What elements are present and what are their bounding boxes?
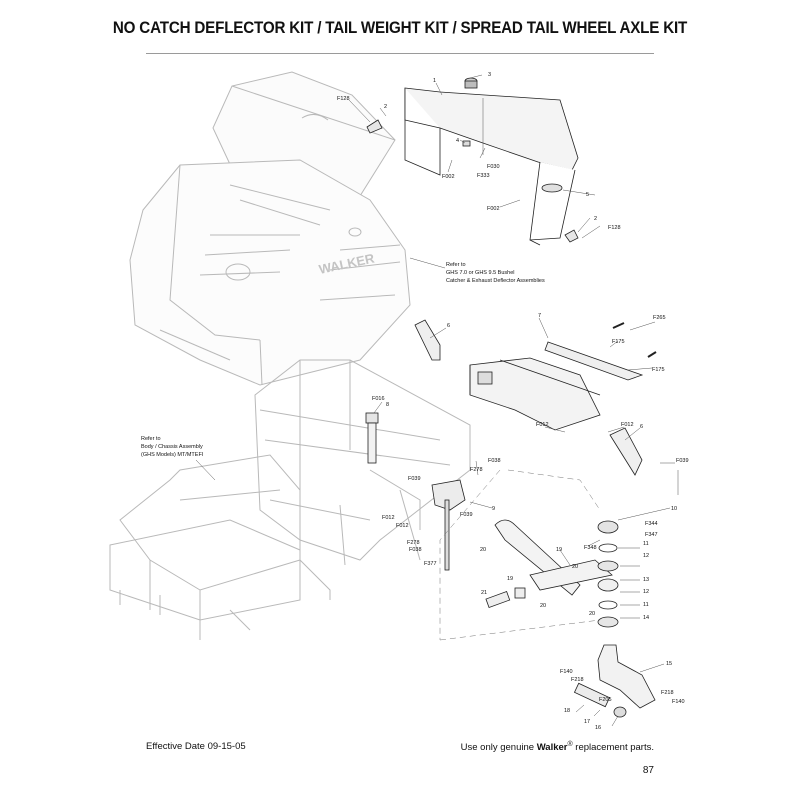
- part-label: 8: [386, 402, 389, 408]
- part-label: 19: [507, 576, 513, 582]
- chassis-frame-outline: [109, 359, 471, 640]
- deflector-kit-parts: [366, 77, 579, 246]
- part-label: 9: [492, 506, 495, 512]
- tail-weight-leader-lines: [429, 317, 679, 495]
- catcher-assembly-outline: [129, 71, 411, 386]
- part-label: F128: [608, 225, 621, 231]
- part-label: F344: [645, 521, 658, 527]
- part-label: 16: [595, 725, 601, 731]
- part-label: 15: [666, 661, 672, 667]
- part-label: F039: [408, 476, 421, 482]
- tail-weight-kit-parts: [414, 319, 657, 476]
- part-label: F002: [487, 206, 500, 212]
- callout-chassis-ref: Refer to Body / Chassis Assembly (GHS Mo…: [141, 436, 204, 458]
- callout-chassis-leader: [195, 459, 216, 481]
- part-label: F038: [488, 458, 501, 464]
- part-label: 19: [556, 547, 562, 553]
- part-label: F218: [571, 677, 584, 683]
- part-label: 11: [643, 602, 649, 608]
- page-number: 87: [642, 765, 654, 776]
- part-label: 6: [640, 424, 643, 430]
- axle-assembly-guide-lines: [439, 469, 601, 641]
- part-label: 12: [643, 553, 649, 559]
- part-label: F265: [653, 315, 666, 321]
- part-label: 1: [433, 78, 436, 84]
- part-label: F012: [536, 422, 549, 428]
- part-label: F016: [372, 396, 385, 402]
- part-label: F002: [442, 174, 455, 180]
- part-label: F175: [612, 339, 625, 345]
- part-label: F377: [424, 561, 437, 567]
- part-label: 12: [643, 589, 649, 595]
- part-label: F038: [409, 547, 422, 553]
- svg-text:GHS 7.0 or GHS 9.5 Bushel: GHS 7.0 or GHS 9.5 Bushel: [446, 270, 514, 276]
- part-label: F012: [382, 515, 395, 521]
- part-label: 2: [594, 216, 597, 222]
- part-label: 21: [481, 590, 487, 596]
- part-label: 20: [480, 547, 486, 553]
- part-label: F039: [676, 458, 689, 464]
- effective-date: Effective Date 09-15-05: [146, 741, 246, 752]
- part-label: F030: [487, 164, 500, 170]
- title-divider: [146, 53, 654, 54]
- part-label: F128: [337, 96, 350, 102]
- footer-brand: Walker: [536, 742, 568, 754]
- footer-note: Use only genuine Walker® replacement par…: [460, 741, 654, 754]
- callout-catcher-ref: Refer to GHS 7.0 or GHS 9.5 Bushel Catch…: [446, 262, 545, 284]
- part-label: F347: [645, 532, 658, 538]
- part-label: 2: [384, 104, 387, 110]
- part-label: F278: [407, 540, 420, 546]
- page-title: NO CATCH DEFLECTOR KIT / TAIL WEIGHT KIT…: [112, 19, 688, 37]
- part-label: 3: [488, 72, 491, 78]
- part-label: 7: [538, 313, 541, 319]
- part-label: F012: [621, 422, 634, 428]
- part-label: F039: [460, 512, 473, 518]
- part-label: 18: [564, 708, 570, 714]
- registered-mark: ®: [567, 741, 573, 748]
- svg-text:Body / Chassis Assembly: Body / Chassis Assembly: [141, 444, 203, 450]
- callout-catcher-leader: [409, 257, 446, 269]
- axle-kit-parts: [365, 412, 656, 718]
- part-label: F333: [477, 173, 490, 179]
- part-label: 17: [584, 719, 590, 725]
- part-label: 6: [447, 323, 450, 329]
- part-label: 13: [643, 577, 649, 583]
- part-label: 14: [643, 615, 649, 621]
- part-label: F205: [599, 697, 612, 703]
- part-label: F140: [560, 669, 573, 675]
- part-label: 10: [671, 506, 677, 512]
- part-label: F140: [672, 699, 685, 705]
- part-label: 20: [589, 611, 595, 617]
- part-label: 5: [586, 192, 589, 198]
- part-label: 4: [456, 138, 459, 144]
- part-label: 20: [572, 564, 578, 570]
- deflector-leader-lines: [348, 74, 601, 239]
- part-label: F278: [470, 467, 483, 473]
- svg-text:Refer to: Refer to: [141, 436, 161, 442]
- part-label: F012: [396, 523, 409, 529]
- svg-text:Refer to: Refer to: [446, 262, 466, 268]
- part-label: 11: [643, 541, 649, 547]
- part-label: F348: [584, 545, 597, 551]
- svg-text:(GHS Models) MT/MTEFI: (GHS Models) MT/MTEFI: [141, 452, 204, 458]
- axle-leader-lines: [373, 401, 671, 727]
- part-label: F218: [661, 690, 674, 696]
- part-label: F175: [652, 367, 665, 373]
- part-label: 20: [540, 603, 546, 609]
- svg-text:Catcher & Exhaust Deflector As: Catcher & Exhaust Deflector Assemblies: [446, 278, 545, 284]
